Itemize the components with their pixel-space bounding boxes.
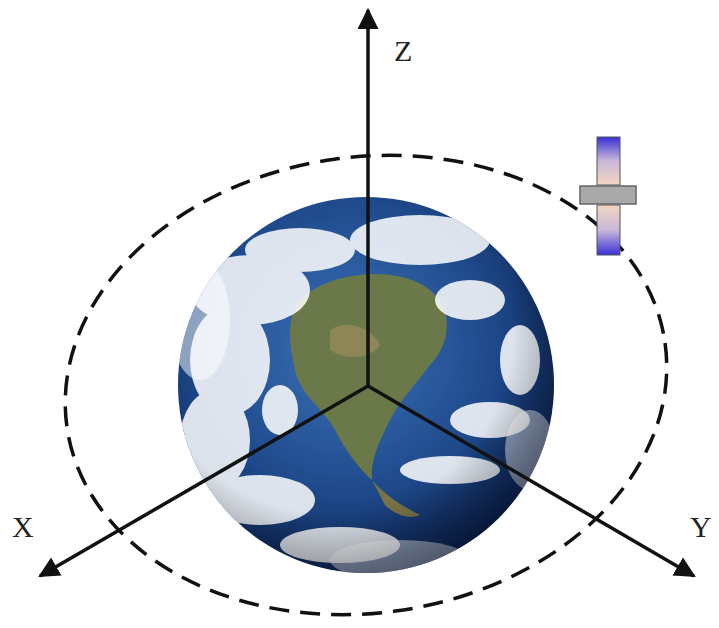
axis-label: Y (690, 512, 712, 542)
axis-label: X (12, 512, 34, 542)
coordinate-axes (40, 10, 694, 576)
orbit-path (35, 117, 697, 628)
axis-label: Z (394, 36, 412, 66)
satellite-icon (580, 137, 636, 255)
